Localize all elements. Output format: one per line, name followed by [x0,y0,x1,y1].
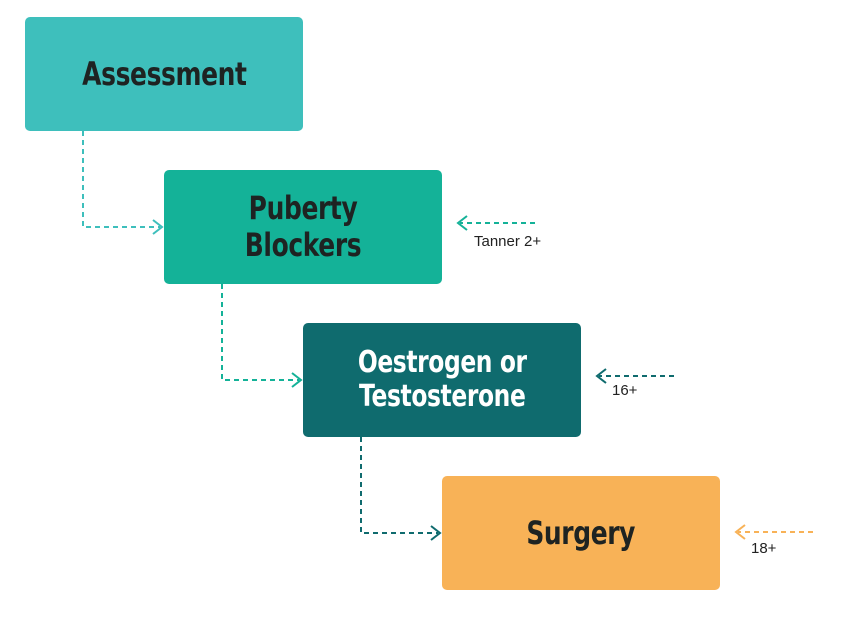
connector-line [82,131,160,228]
age-pointer-arrowhead [456,215,468,231]
age-pointer-arrowhead [734,524,746,540]
connector-arrowhead [430,525,442,541]
connector-arrowhead [152,219,164,235]
age-pointer-arrowhead [595,368,607,384]
age-16-label: 16+ [612,382,638,399]
oestrogen-testosterone-box: Oestrogen or Testosterone [303,323,581,437]
surgery-label: Surgery [526,513,636,552]
surgery-box: Surgery [442,476,720,590]
puberty-blockers-box: Puberty Blockers [164,170,442,284]
age-18-label: 18+ [751,540,777,557]
assessment-label: Assessment [81,54,247,93]
oestrogen-testosterone-label: Oestrogen or Testosterone [357,344,527,414]
connector-line [360,437,438,534]
tanner-2-label: Tanner 2+ [474,233,542,250]
connector-line [221,284,299,381]
puberty-blockers-label: Puberty Blockers [244,189,362,264]
connector-arrowhead [291,372,303,388]
assessment-box: Assessment [25,17,303,131]
